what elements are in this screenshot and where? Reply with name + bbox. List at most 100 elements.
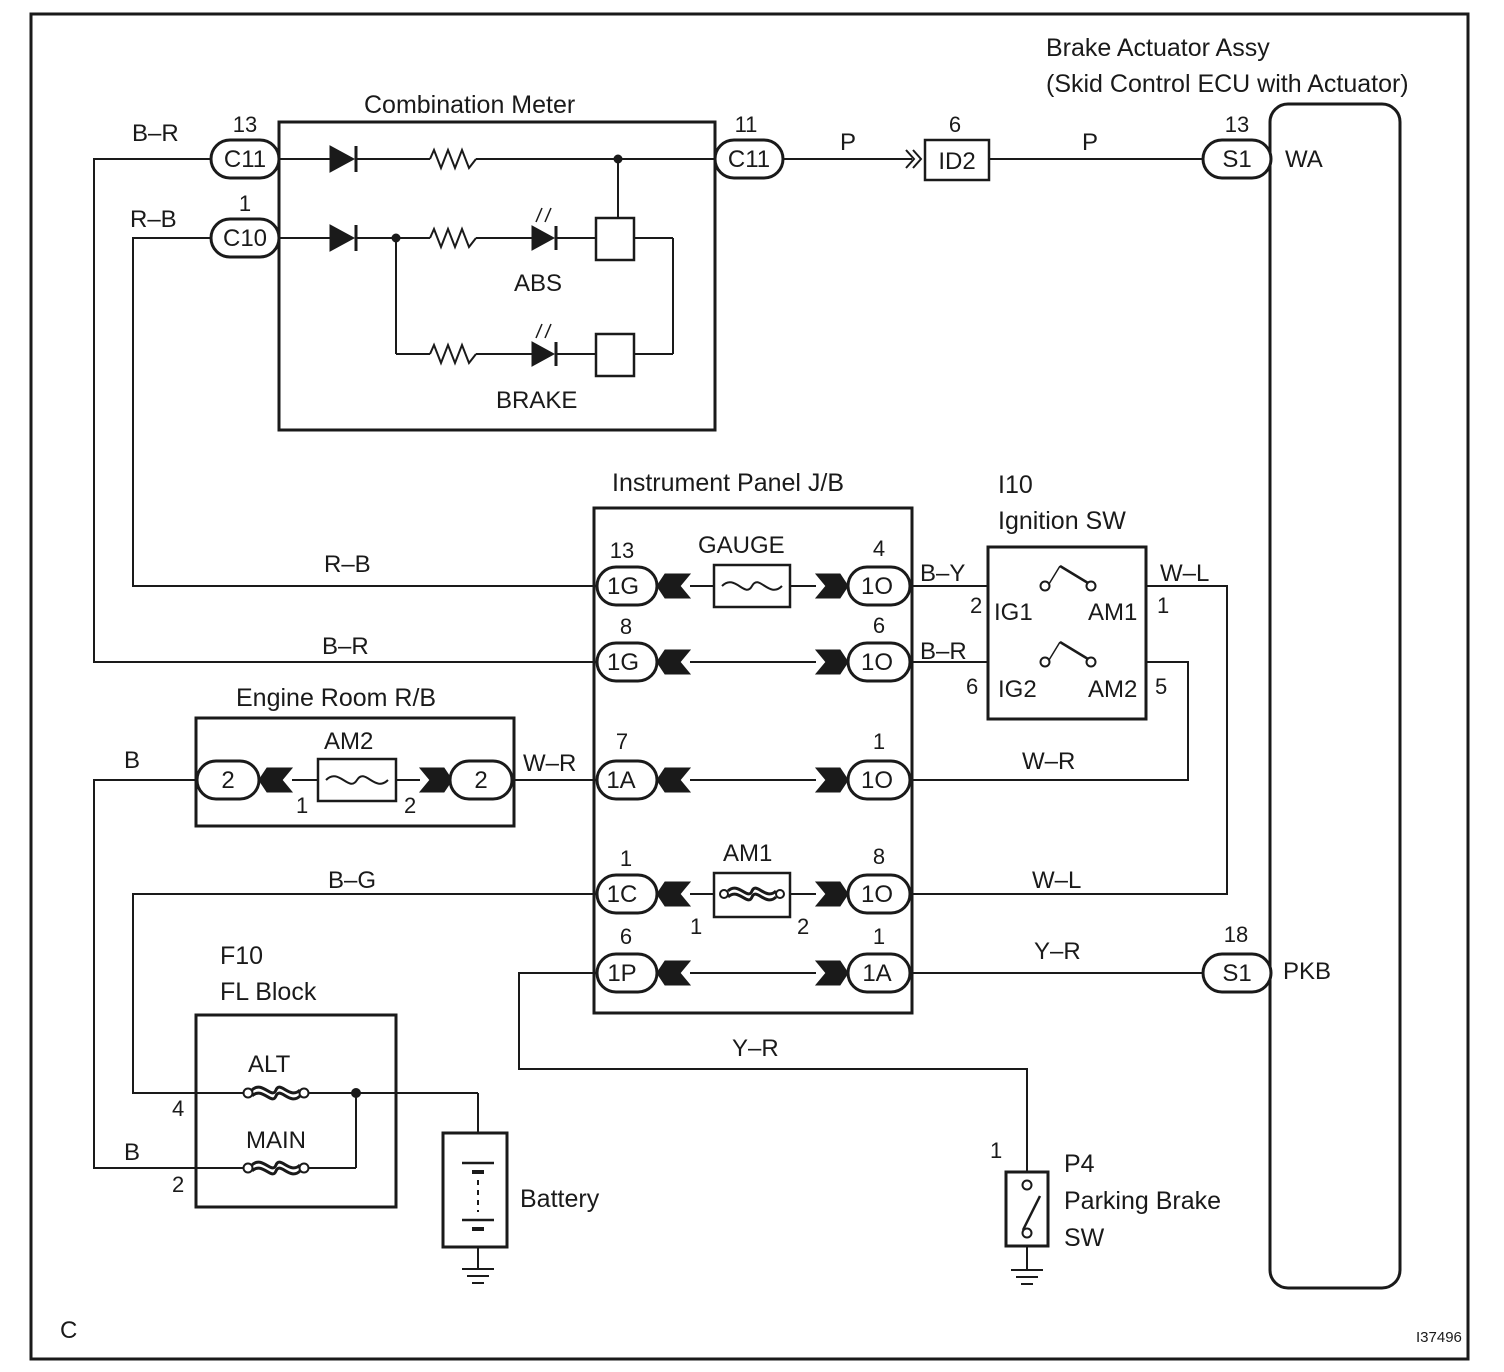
- svg-text:8: 8: [620, 614, 632, 639]
- connector-1p-6: 1P 6: [595, 924, 659, 994]
- figure-id: I37496: [1416, 1329, 1462, 1346]
- parking-brake-pin: 1: [990, 1138, 1002, 1163]
- wire-p-1: P: [840, 129, 856, 156]
- female-terminal-icon: [656, 960, 692, 986]
- connector-c10-left: C10 1: [209, 191, 281, 259]
- svg-text:4: 4: [873, 536, 885, 561]
- svg-text:S1: S1: [1222, 146, 1251, 173]
- svg-text:WA: WA: [1285, 146, 1323, 173]
- corner-label: C: [60, 1317, 77, 1344]
- connector-s1-pkb: S1 18 PKB: [1201, 922, 1331, 994]
- svg-text:1: 1: [873, 729, 885, 754]
- wire-wl-bottom: W–L: [1032, 867, 1081, 894]
- svg-text:1O: 1O: [861, 573, 893, 600]
- pin-am1: 1: [1157, 593, 1169, 618]
- wire-bg: B–G: [328, 867, 376, 894]
- brake-actuator-title-2: (Skid Control ECU with Actuator): [1046, 70, 1409, 98]
- combination-meter-title: Combination Meter: [364, 91, 575, 119]
- female-terminal-icon: [656, 573, 692, 599]
- engine-room-rb-box: [194, 716, 516, 828]
- wire-br-top: B–R: [132, 120, 179, 147]
- brake-lamp-label: BRAKE: [496, 387, 577, 414]
- wire-rb-top: R–B: [130, 206, 177, 233]
- svg-text:1G: 1G: [607, 649, 639, 676]
- terminal-ig1: IG1: [994, 599, 1033, 626]
- svg-text:8: 8: [873, 844, 885, 869]
- connector-id2: ID2 6: [923, 112, 991, 182]
- am1-fuse-pin-2: 2: [797, 914, 809, 939]
- female-terminal-icon: [656, 767, 692, 793]
- combination-meter: Combination Meter ABS: [277, 91, 717, 432]
- wire-p-2: P: [1082, 129, 1098, 156]
- wire-br-ign: B–R: [920, 638, 967, 665]
- svg-text:13: 13: [1225, 112, 1249, 137]
- gauge-fuse-icon: [712, 563, 792, 609]
- svg-text:1C: 1C: [607, 881, 638, 908]
- male-terminal-icon: [814, 767, 849, 793]
- connector-1g-13: 1G 13: [595, 538, 659, 607]
- terminal-ig2: IG2: [998, 676, 1037, 703]
- male-terminal-icon: [418, 767, 453, 793]
- connector-1o-1: 1O 1: [846, 729, 912, 801]
- gauge-fuse-label: GAUGE: [698, 532, 785, 559]
- svg-text:C10: C10: [223, 225, 267, 252]
- connector-s1-wa: S1 13 WA: [1201, 112, 1323, 180]
- male-terminal-icon: [814, 881, 849, 907]
- abs-lamp-block: [594, 216, 636, 262]
- svg-text:7: 7: [616, 729, 628, 754]
- connector-1a-7: 1A 7: [595, 729, 659, 801]
- fl-pin-alt: 4: [172, 1096, 184, 1121]
- pin-ig1: 2: [970, 593, 982, 618]
- terminal-am1: AM1: [1088, 599, 1137, 626]
- parking-brake-title-1: Parking Brake: [1064, 1187, 1221, 1215]
- battery: Battery: [441, 1093, 600, 1284]
- svg-text:13: 13: [233, 112, 257, 137]
- diode-icon: [329, 224, 358, 252]
- alt-fusible-link-icon: [242, 1085, 310, 1101]
- ground-icon: [462, 1268, 494, 1284]
- abs-lamp-label: ABS: [514, 270, 562, 297]
- am1-fuse-label: AM1: [723, 840, 772, 867]
- fl-block: F10 FL Block ALT MAIN 4 2: [172, 942, 478, 1209]
- combination-meter-box: [277, 120, 717, 432]
- connector-1c-1: 1C 1: [595, 846, 659, 915]
- female-terminal-icon: [656, 649, 692, 675]
- svg-text:1A: 1A: [862, 960, 891, 987]
- connector-c11-left: C11 13: [209, 112, 281, 180]
- svg-text:18: 18: [1224, 922, 1248, 947]
- terminal-am2: AM2: [1088, 676, 1137, 703]
- male-terminal-icon: [814, 573, 849, 599]
- ignition-switch-title: Ignition SW: [998, 507, 1126, 535]
- connector-1o-6: 1O 6: [846, 613, 912, 683]
- svg-text:1O: 1O: [861, 767, 893, 794]
- wire-rb-mid: R–B: [324, 551, 371, 578]
- ignition-switch-code: I10: [998, 471, 1033, 499]
- male-terminal-icon: [814, 649, 849, 675]
- alt-fuse-label: ALT: [248, 1051, 291, 1078]
- wire-br-mid: B–R: [322, 633, 369, 660]
- resistor-icon: [429, 147, 477, 171]
- wire-yr-bottom: Y–R: [732, 1035, 779, 1062]
- abs-led-icon: [531, 207, 558, 251]
- svg-text:ID2: ID2: [938, 148, 975, 175]
- ig2-switch-icon: [1039, 640, 1097, 668]
- svg-text:1A: 1A: [606, 767, 635, 794]
- brake-led-icon: [531, 323, 558, 367]
- ig1-switch-icon: [1039, 564, 1097, 592]
- brake-actuator-body: [1268, 102, 1402, 1290]
- fl-block-title: FL Block: [220, 978, 317, 1006]
- connector-1o-4: 1O 4: [846, 536, 912, 607]
- brake-lamp-block: [594, 332, 636, 378]
- diagram-frame: [29, 12, 1470, 1361]
- fl-block-box: [194, 1013, 398, 1209]
- ignition-switch-box: [986, 545, 1148, 721]
- connector-1g-8: 1G 8: [595, 614, 659, 683]
- svg-text:1G: 1G: [607, 573, 639, 600]
- battery-label: Battery: [520, 1185, 600, 1213]
- am2-fuse-pin-1: 1: [296, 793, 308, 818]
- connector-1a-1: 1A 1: [846, 924, 912, 994]
- am2-fuse-label: AM2: [324, 728, 373, 755]
- engine-room-rb: Engine Room R/B 2 AM2 1 2 2: [194, 684, 516, 828]
- wire-wl-top: W–L: [1160, 560, 1209, 587]
- fl-pin-main: 2: [172, 1172, 184, 1197]
